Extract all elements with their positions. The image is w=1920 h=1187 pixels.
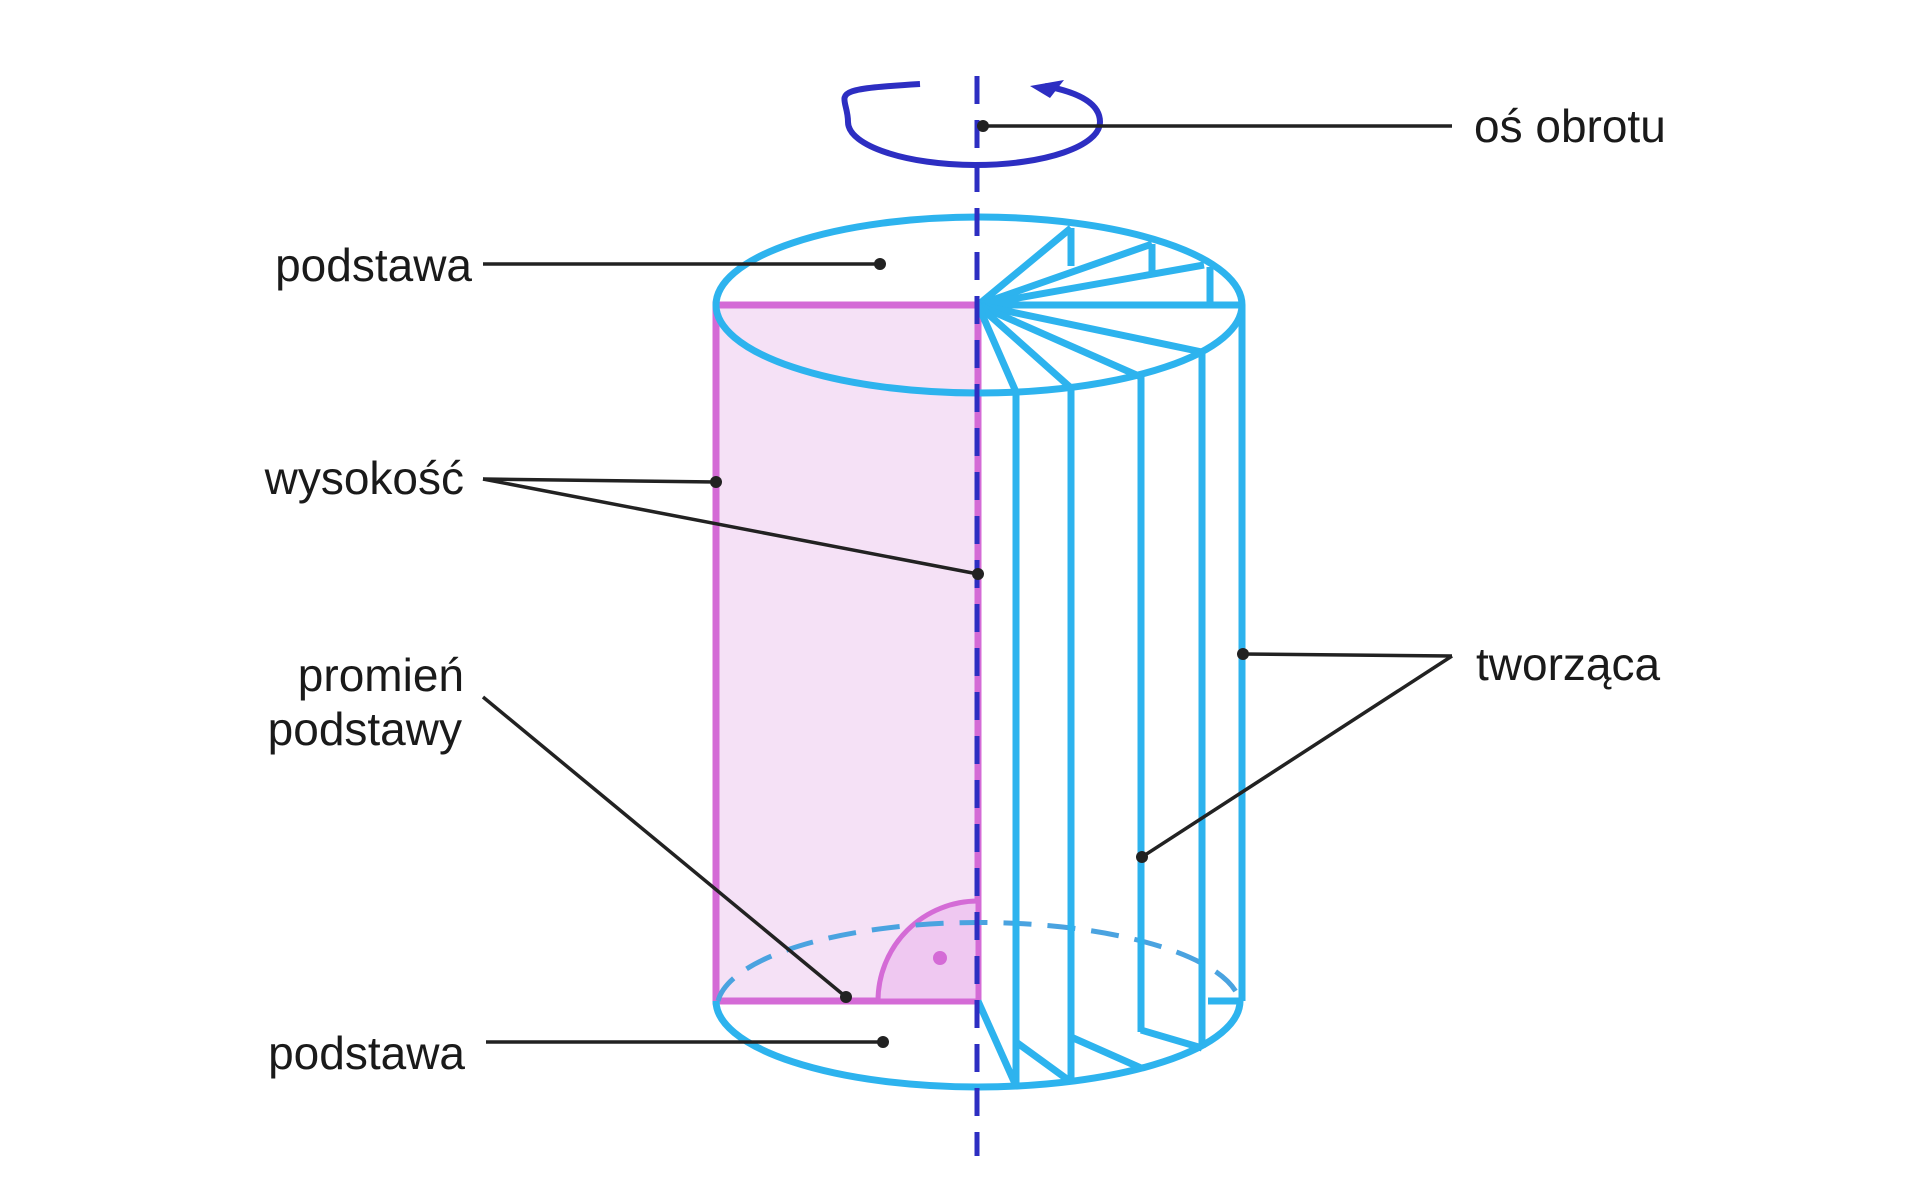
- label-bottom-base: podstawa: [268, 1027, 465, 1079]
- label-radius-line1: promień: [298, 649, 464, 701]
- bottom-fan-lines: [974, 999, 1203, 1088]
- top-fan-lines: [974, 225, 1242, 394]
- label-generatrix: tworząca: [1476, 638, 1660, 690]
- label-top-base: podstawa: [275, 239, 472, 291]
- leader-dots: [710, 120, 1249, 1048]
- label-height: wysokość: [264, 452, 464, 504]
- label-axis-of-rotation: oś obrotu: [1474, 100, 1666, 152]
- leader-lines: [481, 124, 1453, 1044]
- rotation-arrowhead-icon: [1030, 80, 1064, 98]
- axial-section-rectangle: [712, 301, 982, 1005]
- right-angle-marker: [875, 898, 981, 1004]
- right-angle-dot: [933, 951, 947, 965]
- rotation-arrow-icon: [841, 81, 1104, 169]
- label-radius-line2: podstawy: [268, 703, 462, 755]
- generatrix-lines: [1012, 352, 1242, 1086]
